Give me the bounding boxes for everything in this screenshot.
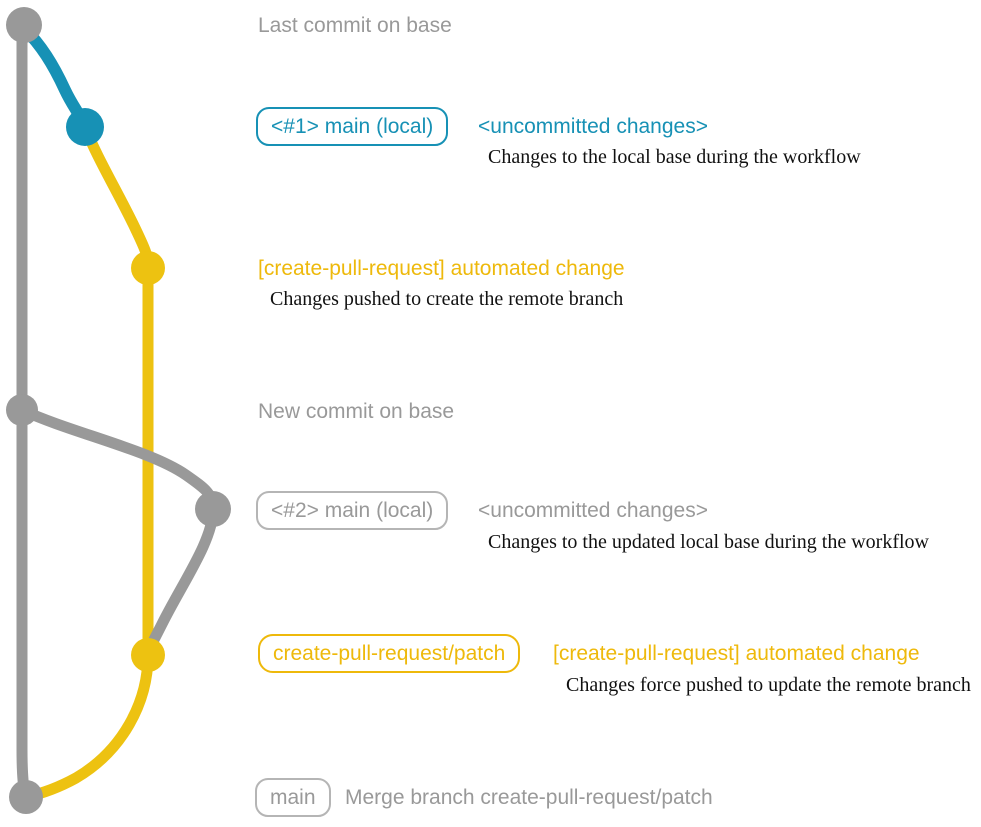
merge-branch-message: Merge branch create-pull-request/patch <box>345 786 713 809</box>
commit-dot-main-local-2 <box>195 491 231 527</box>
badge-pr-patch-branch: create-pull-request/patch <box>258 634 521 673</box>
commit-dot-pr-branch-2 <box>131 638 165 672</box>
new-commit-on-base-label: New commit on base <box>258 400 455 423</box>
uncommitted-changes-label-1: <uncommitted changes> <box>478 115 708 138</box>
description-updated-local-base: Changes to the updated local base during… <box>488 531 929 553</box>
last-commit-on-base-label: Last commit on base <box>258 14 452 37</box>
commit-dot-new-base <box>6 394 38 426</box>
description-force-pushed: Changes force pushed to update the remot… <box>566 674 971 696</box>
base-update-curve <box>19 405 219 657</box>
badge-main-local-1: <#1> main (local) <box>256 107 449 146</box>
commit-dot-pr-branch-1 <box>131 251 165 285</box>
pr-branch-path <box>24 125 154 803</box>
description-local-base: Changes to the local base during the wor… <box>488 146 861 168</box>
uncommitted-changes-label-2: <uncommitted changes> <box>478 499 708 522</box>
description-pushed-create: Changes pushed to create the remote bran… <box>270 288 624 310</box>
commit-dot-last-base <box>6 7 42 43</box>
badge-main-local-2: <#2> main (local) <box>256 491 449 530</box>
commit-dot-merge <box>9 780 43 814</box>
automated-change-title-2: [create-pull-request] automated change <box>553 642 920 665</box>
badge-main: main <box>255 778 331 817</box>
commit-dot-main-local-1 <box>66 108 104 146</box>
automated-change-title-1: [create-pull-request] automated change <box>258 257 625 280</box>
